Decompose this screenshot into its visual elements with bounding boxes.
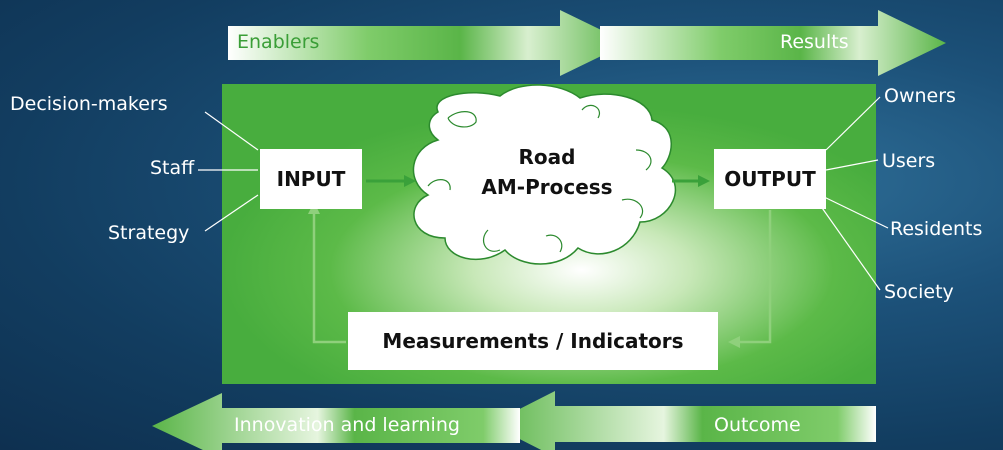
input-connectors bbox=[198, 111, 259, 232]
bottom-arrow bbox=[152, 391, 876, 450]
output-label-residents: Residents bbox=[890, 218, 983, 240]
process-cloud bbox=[412, 84, 677, 265]
output-label-users: Users bbox=[882, 150, 936, 172]
measurements-box: Measurements / Indicators bbox=[348, 312, 718, 370]
innovation-label: Innovation and learning bbox=[234, 414, 460, 436]
outcome-label: Outcome bbox=[714, 414, 801, 436]
output-box: OUTPUT bbox=[714, 149, 826, 209]
cloud-doodles bbox=[427, 104, 652, 253]
process-label-line1: Road bbox=[518, 145, 576, 169]
flow-arrows bbox=[366, 175, 710, 187]
process-label: Road AM-Process bbox=[462, 142, 632, 202]
feedback-loop bbox=[312, 210, 772, 344]
input-label-staff: Staff bbox=[150, 157, 195, 179]
input-label-decision-makers: Decision-makers bbox=[10, 93, 168, 115]
results-label: Results bbox=[780, 31, 849, 53]
output-label-owners: Owners bbox=[884, 85, 956, 107]
input-label-strategy: Strategy bbox=[108, 222, 190, 244]
enablers-label: Enablers bbox=[237, 31, 320, 53]
output-connectors bbox=[819, 96, 889, 291]
process-label-line2: AM-Process bbox=[481, 175, 613, 199]
input-box: INPUT bbox=[260, 149, 362, 209]
output-label-society: Society bbox=[884, 281, 954, 303]
top-arrow bbox=[228, 10, 946, 76]
